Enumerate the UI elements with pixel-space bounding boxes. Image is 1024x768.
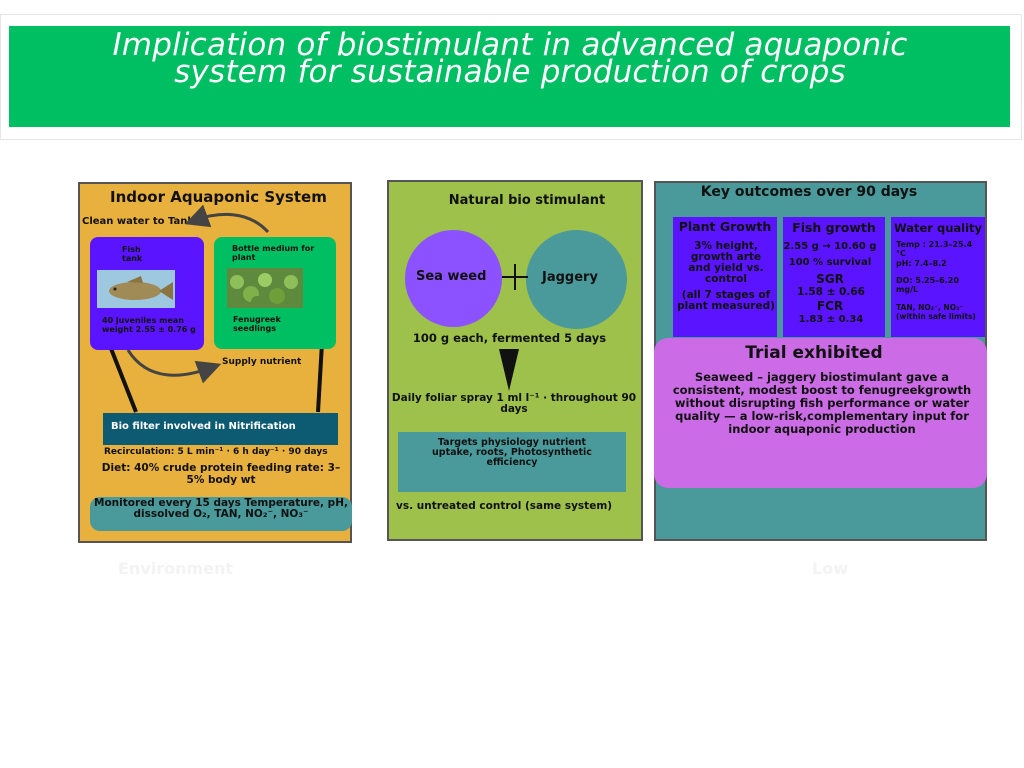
panel-outcomes-title: Key outcomes over 90 days — [700, 184, 918, 200]
trial-text: Seaweed – jaggery biostimulant gave a co… — [672, 370, 972, 436]
water-temp: Temp : 21.3–25.4 °C — [896, 240, 973, 258]
plus-icon — [502, 264, 528, 290]
fish-growth-heading: Fish growth — [792, 220, 876, 235]
trial-heading: Trial exhibited — [745, 343, 883, 363]
water-quality-heading: Water quality — [893, 221, 983, 235]
biofilter-box: Bio filter involved in Nitrification — [103, 413, 338, 445]
targets-box: Targets physiology nutrient uptake, root… — [398, 432, 626, 492]
fenugreek-image — [227, 268, 303, 308]
water-quality-column — [891, 217, 985, 337]
panel-stimulant-title: Natural bio stimulant — [448, 193, 606, 208]
control-text: vs. untreated control (same system) — [396, 500, 613, 512]
sgr-label: SGR — [816, 272, 844, 286]
arrow-clean-water — [184, 204, 270, 234]
bottle-medium-label: Bottle medium for plant — [232, 244, 315, 262]
pipe-right — [316, 342, 324, 413]
water-tan: TAN, NO₂⁻, NO₃⁻ (within safe limits) — [896, 303, 976, 321]
fish-survival: 100 % survival — [788, 257, 872, 268]
diet-text: Diet: 40% crude protein feeding rate: 3–… — [101, 462, 341, 486]
plant-growth-column — [673, 217, 777, 337]
ferment-text: 100 g each, fermented 5 days — [412, 331, 607, 345]
plant-growth-heading: Plant Growth — [678, 219, 772, 234]
water-ph: pH: 7.4–8.2 — [896, 259, 947, 268]
fcr-value: 1.83 ± 0.34 — [798, 314, 864, 325]
bottle-medium-note: Fenugreek seedlings — [233, 315, 281, 333]
jaggery-label: Jaggery — [542, 270, 598, 285]
fcr-label: FCR — [816, 299, 844, 313]
pipe-left — [108, 345, 138, 413]
monitoring-box: Monitored every 15 days Temperature, pH,… — [90, 497, 352, 531]
flow-arrows — [108, 204, 324, 413]
fish-weight: 2.55 g → 10.60 g — [783, 241, 877, 252]
fish-tank-note: 40 juveniles mean weight 2.55 ± 0.76 g — [102, 316, 196, 334]
plant-growth-text: 3% height, growth arte and yield vs. con… — [688, 240, 764, 285]
clean-water-label: Clean water to Tank — [82, 216, 195, 227]
fish-image — [97, 270, 175, 308]
seaweed-circle — [405, 230, 502, 327]
recirculation-text: Recirculation: 5 L min⁻¹ · 6 h day⁻¹ · 9… — [104, 447, 328, 457]
jaggery-circle — [526, 230, 627, 329]
down-arrow-icon — [499, 349, 519, 391]
ghost-label-environment: Environment — [118, 559, 234, 578]
plant-growth-note: (all 7 stages of plant measured) — [677, 289, 775, 312]
supply-nutrient-label: Supply nutrient — [222, 357, 302, 367]
ghost-label-low: Low — [812, 559, 848, 578]
sgr-value: 1.58 ± 0.66 — [797, 286, 865, 298]
title-bar — [9, 26, 1010, 127]
seaweed-label: Sea weed — [416, 269, 487, 284]
trial-box — [654, 338, 987, 488]
poster-title: Implication of biostimulant in advanced … — [112, 27, 908, 90]
fish-growth-column — [783, 217, 885, 337]
water-do: DO: 5.25–6.20 mg/L — [896, 276, 959, 294]
arrow-supply-nutrient — [126, 349, 222, 384]
fish-tank-label: Fish tank — [122, 245, 143, 263]
panel-system-title: Indoor Aquaponic System — [110, 188, 327, 206]
spray-text: Daily foliar spray 1 ml l⁻¹ · throughout… — [391, 392, 637, 415]
